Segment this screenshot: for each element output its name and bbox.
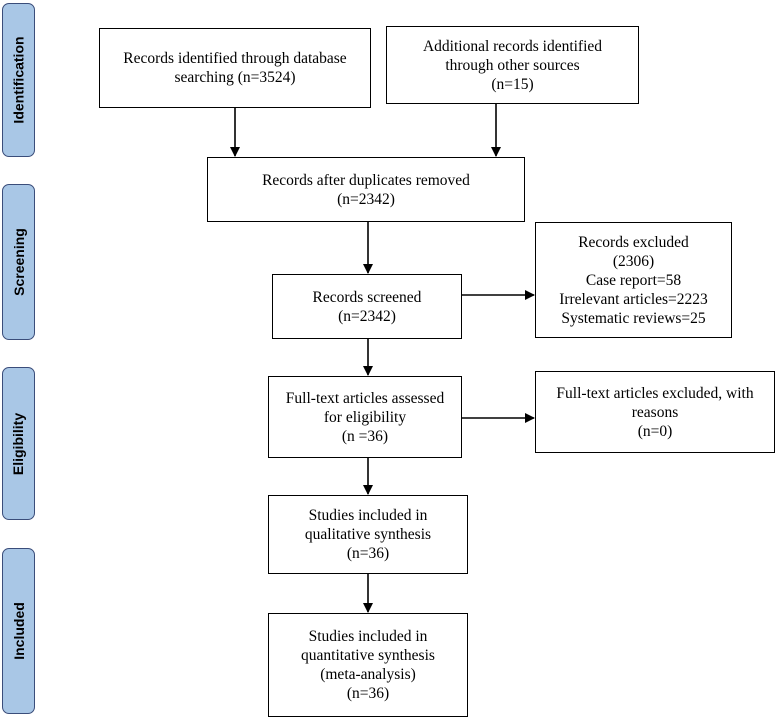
box-line: (n=2342) [337,190,395,208]
box-line: Records after duplicates removed [262,171,470,189]
box-line: Records excluded [578,233,689,251]
box-line: (n=0) [637,422,673,440]
box-line: quantitative synthesis [301,647,435,664]
box-line: Case report=58 [585,271,682,289]
stage-identification: Identification [2,3,35,157]
box-line: searching (n=3524) [174,69,296,86]
stage-screening: Screening [2,184,35,340]
box-line: Systematic reviews=25 [561,309,706,327]
box-line: Full-text articles excluded, with [556,384,754,402]
box-line: Additional records identified [422,37,603,55]
stage-eligibility: Eligibility [2,367,35,520]
box-line: qualitative synthesis [304,526,432,543]
box-line: for eligibility [323,408,407,426]
box-qualitative-synthesis: Studies included in qualitative synthesi… [268,495,468,574]
box-line: reasons [631,403,679,421]
box-fulltext-assessed: Full-text articles assessed for eligibil… [268,376,462,458]
box-line: (meta-analysis) [320,666,416,683]
box-line: (n=36) [346,545,390,562]
stage-label: Included [10,602,27,660]
box-duplicates-removed: Records after duplicates removed (n=2342… [207,157,525,222]
box-line: (2306) [612,252,655,270]
box-database-search: Records identified through database sear… [99,28,371,108]
box-line: Irrelevant articles=2223 [559,290,708,308]
stage-label: Identification [10,36,27,124]
box-line: (n =36) [341,427,389,445]
stage-label: Screening [10,228,27,296]
box-records-screened: Records screened (n=2342) [272,274,462,339]
box-fulltext-excluded: Full-text articles excluded, with reason… [535,371,775,453]
box-line: through other sources [445,56,580,74]
box-other-sources: Additional records identified through ot… [386,26,639,104]
box-line: Studies included in [308,628,428,645]
box-records-excluded: Records excluded (2306) Case report=58 I… [535,222,732,338]
box-line: Records screened [312,288,422,306]
box-line: Records identified through database [123,50,347,67]
stage-included: Included [2,548,35,714]
box-quantitative-synthesis: Studies included in quantitative synthes… [268,613,468,717]
box-line: Studies included in [308,507,428,524]
box-line: Full-text articles assessed [285,389,445,407]
stage-label: Eligibility [10,412,27,475]
box-line: (n=2342) [338,307,396,325]
box-line: (n=15) [491,75,534,93]
box-line: (n=36) [346,685,390,702]
